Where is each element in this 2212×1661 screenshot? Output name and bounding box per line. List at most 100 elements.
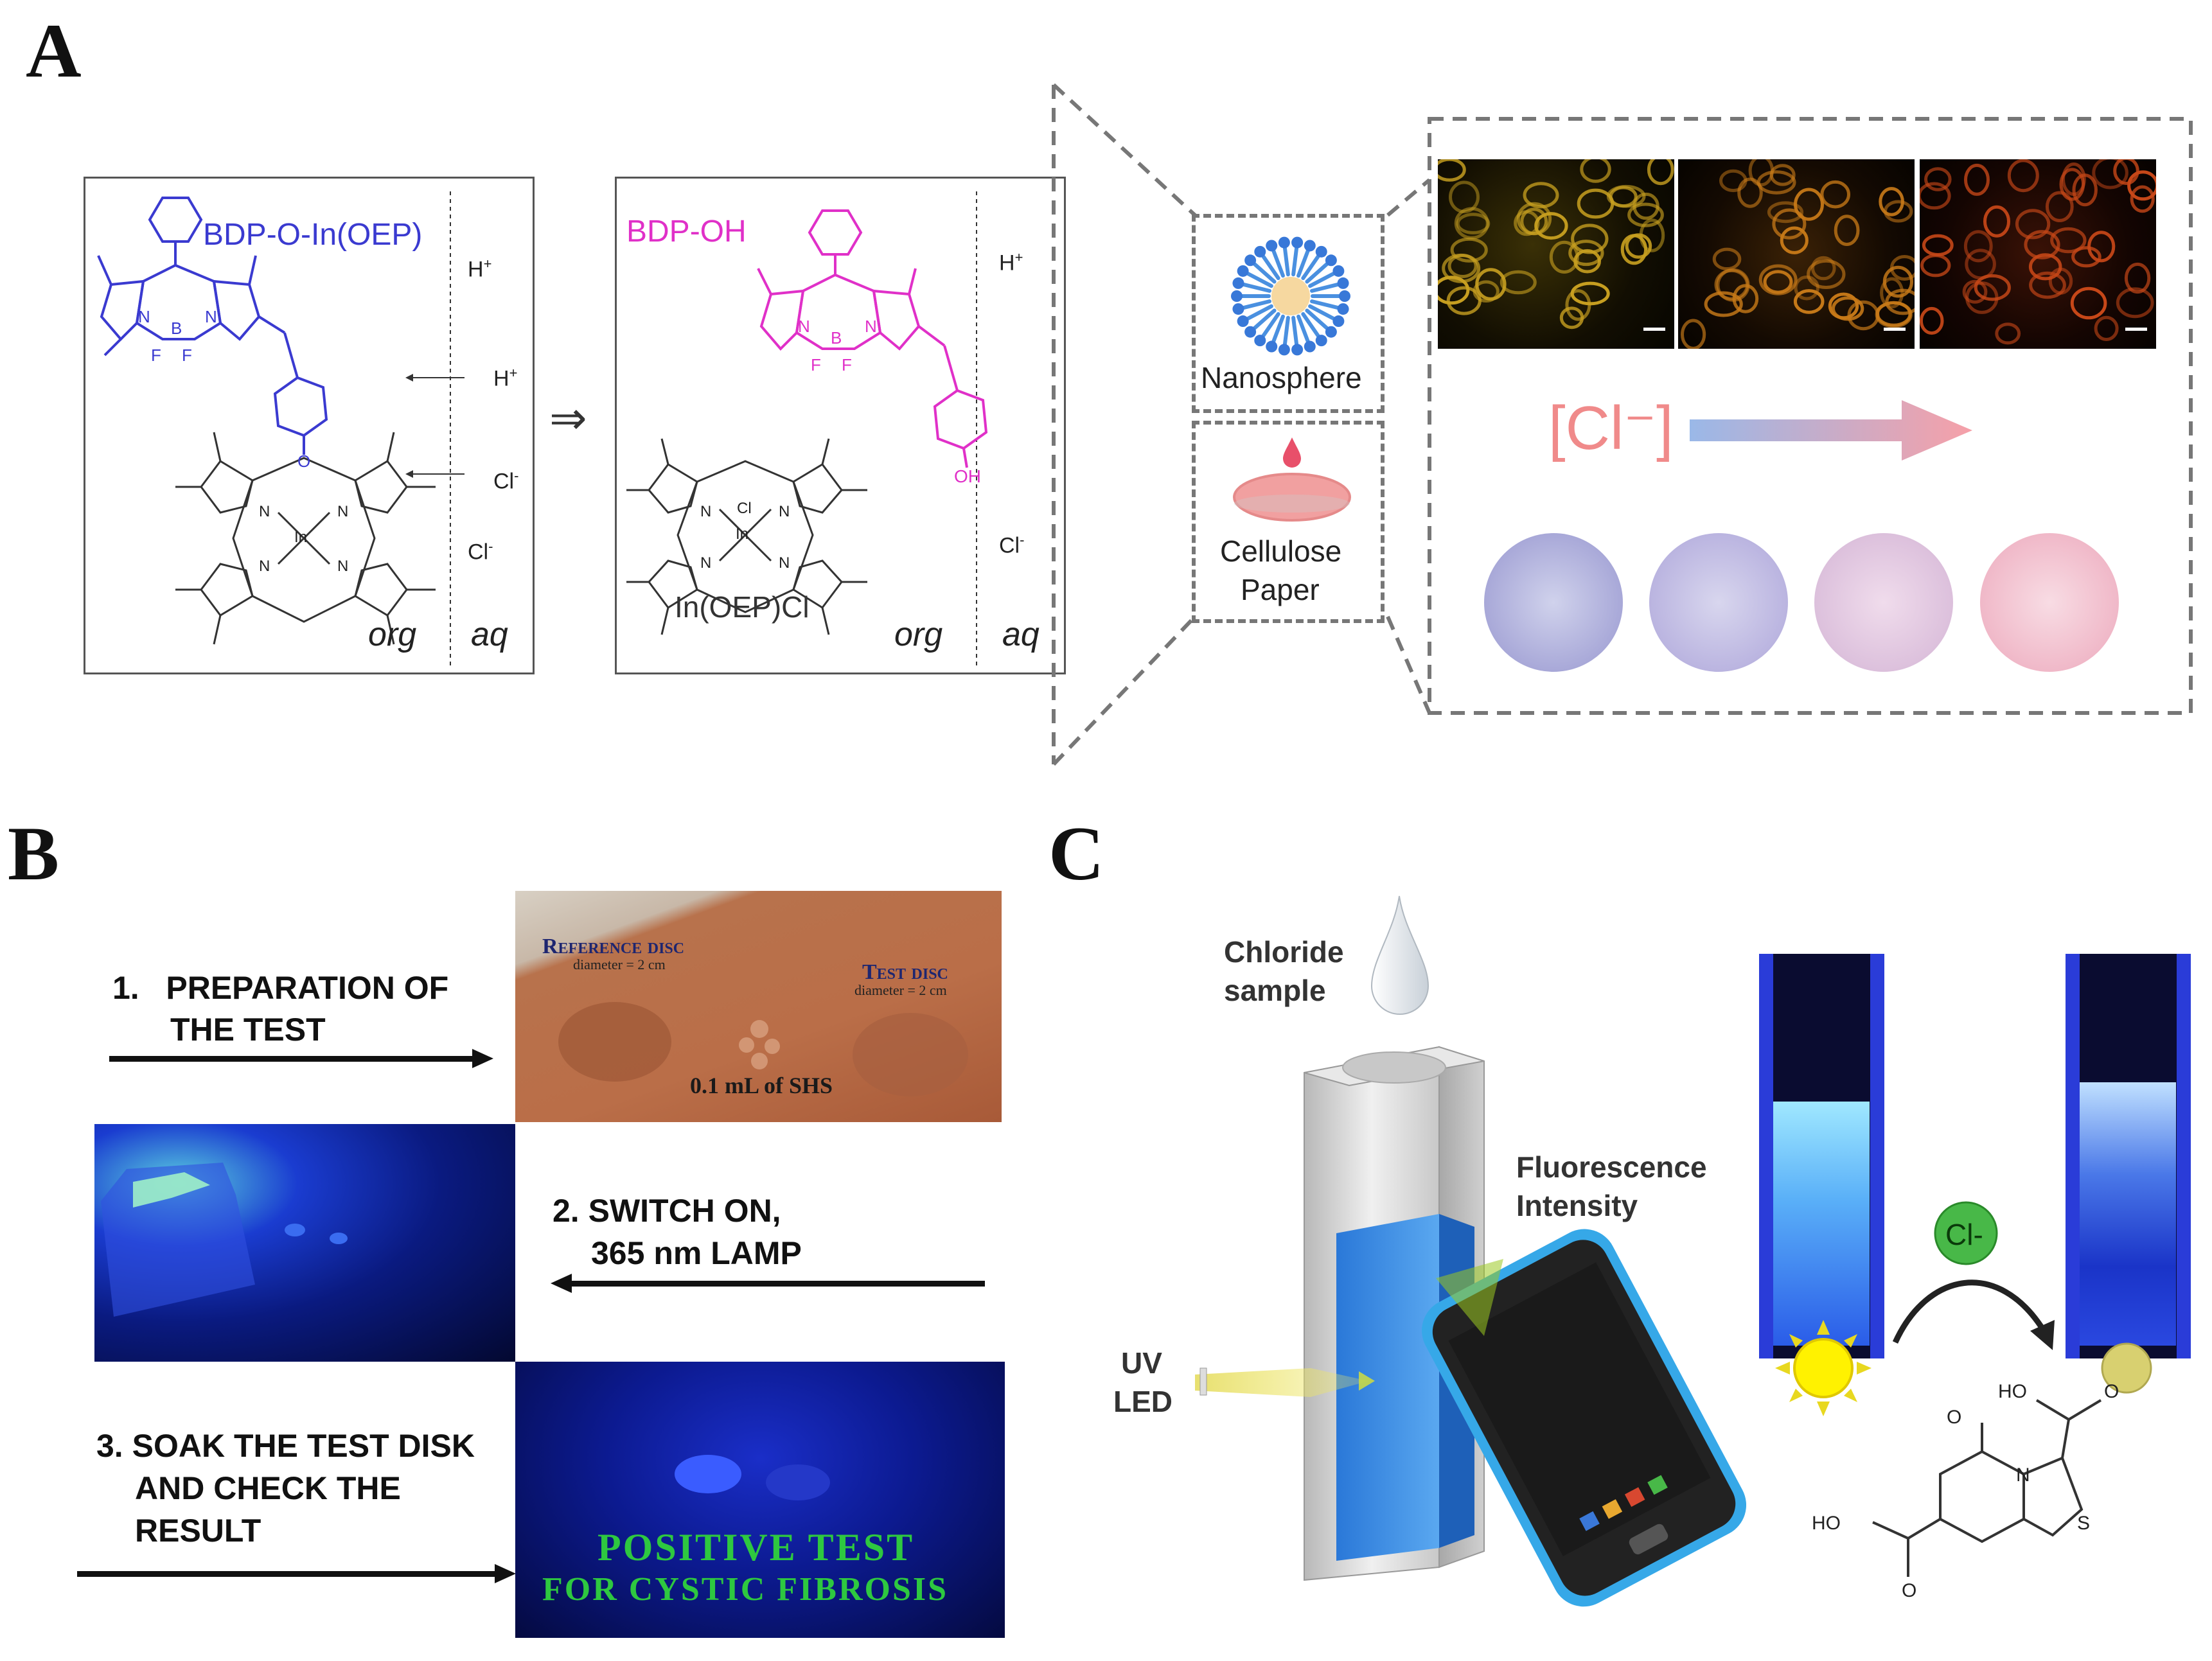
photo-uv-lamp (94, 1124, 515, 1362)
panel-letter-a: A (26, 8, 82, 93)
step2-text-line2: 365 nm LAMP (591, 1235, 802, 1271)
h-plus-arrow-label: H+ (493, 365, 518, 391)
atom-label: OH (954, 466, 981, 486)
chloride-reaction-graphic (1775, 1201, 2152, 1577)
chloride-concentration-label: [Cl⁻] (1548, 394, 1674, 462)
cuvette-before-wall-right (1870, 954, 1884, 1358)
reference-disc-subtitle: diameter = 2 cm (573, 956, 666, 972)
nanosphere-box: Nanosphere (1192, 214, 1385, 413)
atom-label: N (779, 503, 790, 520)
compound-label-bdp-oh: BDP-OH (626, 215, 747, 249)
aq-phase-label: aq (1002, 616, 1040, 653)
chloride-sample-line1: Chloride (1224, 935, 1344, 969)
uv-led-line2: LED (1113, 1385, 1172, 1418)
step3-text-line1: 3. SOAK THE TEST DISK (96, 1428, 475, 1464)
fluorescence-line2: Intensity (1516, 1189, 1638, 1222)
concentration-gradient-arrow (1690, 400, 1972, 461)
device-illustration (1195, 895, 1747, 1607)
step3-text-line3: RESULT (135, 1513, 261, 1549)
product-box: BDP-OH N B N F F OH Cl N N In N N H+ Cl-… (615, 177, 1066, 674)
cell-image-1 (1438, 159, 1674, 349)
atom-label: F (842, 355, 852, 374)
cl-arrow-text: Cl (493, 469, 515, 494)
step2-text-line1: 2. SWITCH ON, (553, 1193, 781, 1229)
disc-3 (1814, 533, 1953, 672)
cells-overlay (1920, 159, 2156, 345)
atom-label: N (337, 558, 349, 575)
mol-atom: O (1902, 1580, 1917, 1601)
atom-label: N (779, 554, 790, 572)
cl-text: Cl (468, 540, 489, 565)
reactant-box: BDP-O-In(OEP) N B N F F O N N In N N H+ … (84, 177, 535, 674)
step3-text-line2: AND CHECK THE (135, 1470, 401, 1506)
uv-led-line1: UV (1121, 1346, 1162, 1380)
h-plus-text: H (999, 250, 1015, 276)
quenched-light (2101, 1342, 2152, 1394)
cl-text: Cl (999, 533, 1020, 558)
h-plus-arrow-text: H (493, 366, 509, 391)
atom-label: N (798, 317, 810, 336)
sample-volume-label: 0.1 mL of SHS (690, 1073, 833, 1098)
mol-atom: O (2104, 1381, 2119, 1402)
cuvette-before (1759, 954, 1884, 1358)
atom-label: N (337, 503, 349, 520)
disc-4 (1980, 533, 2119, 672)
cells-overlay (1438, 159, 1674, 331)
reactant-structure (97, 191, 465, 667)
paper-label: Paper (1241, 573, 1320, 606)
cuvette-before-wall (1759, 954, 1773, 1358)
atom-label: N (700, 554, 712, 572)
curved-arrow (1892, 1279, 2046, 1344)
atom-label: N (865, 317, 877, 336)
cl-label: Cl- (468, 538, 493, 565)
step2-arrow (551, 1274, 985, 1293)
h-plus-label: H+ (468, 256, 492, 282)
uv-lamp-glow (101, 1163, 348, 1317)
mol-atom: N (2016, 1464, 2030, 1486)
atom-label: B (171, 319, 182, 338)
mol-atom: HO (1998, 1381, 2027, 1402)
cuvette-after-liquid (2080, 1082, 2176, 1346)
atom-label: N (700, 503, 712, 520)
step3-arrow (77, 1564, 516, 1583)
reaction-arrow: ⇒ (549, 393, 587, 443)
chloride-sample-line2: sample (1224, 974, 1326, 1007)
cuvette-after-wall (2066, 954, 2080, 1358)
step1-arrow (109, 1049, 493, 1068)
atom-label: N (259, 558, 270, 575)
h-plus-text: H (468, 257, 484, 282)
fluorescence-line1: Fluorescence (1516, 1150, 1707, 1184)
test-disc-subtitle: diameter = 2 cm (854, 982, 947, 998)
atom-label: O (297, 452, 311, 471)
aq-phase-label: aq (471, 616, 508, 653)
disc-2 (1649, 533, 1788, 672)
cell-image-3 (1920, 159, 2156, 349)
compound-label-bdp-o-in: BDP-O-In(OEP) (203, 218, 423, 252)
cells-overlay (1681, 159, 1915, 349)
mol-atom: HO (1812, 1513, 1841, 1534)
sample-droplet (1370, 895, 1429, 1015)
cl-badge-label: Cl- (1945, 1218, 1983, 1251)
panel-letter-c: C (1048, 811, 1104, 896)
atom-label: In (736, 525, 749, 543)
zoom-callout-lines (1052, 83, 2193, 766)
org-phase-label: org (368, 616, 417, 653)
step1-text-line2: THE TEST (170, 1012, 326, 1048)
atom-label: F (811, 355, 821, 374)
atom-label: F (182, 346, 192, 365)
step1-text-line1: 1. PREPARATION OF (112, 970, 449, 1006)
cuvette-before-liquid (1773, 1102, 1870, 1346)
cuvette-after (2066, 954, 2191, 1358)
cellulose-label: Cellulose (1220, 534, 1342, 568)
h-plus-label: H+ (999, 249, 1023, 276)
sun-icon (1775, 1320, 1871, 1416)
nanosphere-icon (1231, 236, 1350, 356)
photo-positive-result: POSITIVE TEST FOR CYSTIC FIBROSIS (515, 1362, 1005, 1638)
atom-label: N (259, 503, 270, 520)
cuvette-after-wall-right (2177, 954, 2191, 1358)
paper-disc-icon (1233, 437, 1351, 522)
cell-image-2 (1678, 159, 1915, 349)
photo-preparation: Reference disc diameter = 2 cm Test disc… (515, 891, 1002, 1122)
atom-label: N (138, 307, 150, 326)
atom-label: N (205, 307, 217, 326)
